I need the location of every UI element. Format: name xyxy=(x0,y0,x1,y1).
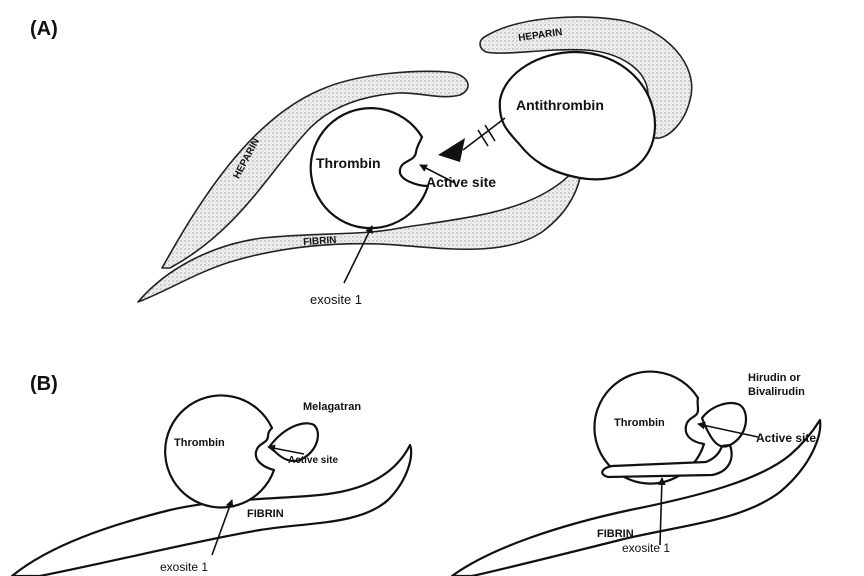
exosite-b-right-arrow xyxy=(660,478,662,545)
panel-b-right: FIBRIN Thrombin Hirudin or Bivalirudin A… xyxy=(452,372,820,576)
hirudin-label-line1: Hirudin or xyxy=(748,372,801,384)
thrombin-b-right-label: Thrombin xyxy=(614,417,665,429)
panel-b-label: (B) xyxy=(30,373,58,395)
blocked-arrow-shaft xyxy=(463,118,505,150)
panel-a: (A) HEPARIN HEPARIN FIBRIN Thrombin Anti… xyxy=(30,17,692,307)
exosite-b-left-label: exosite 1 xyxy=(160,560,208,574)
blocked-interaction-arrow xyxy=(438,138,465,162)
active-site-b-left-label: Active site xyxy=(288,455,338,466)
thrombin-b-left-label: Thrombin xyxy=(174,437,225,449)
panel-b: (B) FIBRIN Thrombin Melagatran Active si… xyxy=(12,372,820,576)
panel-a-label: (A) xyxy=(30,18,58,40)
panel-b-left: FIBRIN Thrombin Melagatran Active site e… xyxy=(12,395,411,576)
antithrombin xyxy=(500,52,655,179)
antithrombin-label: Antithrombin xyxy=(516,97,604,113)
fibrin-b-right-label: FIBRIN xyxy=(597,528,634,540)
exosite-a-label: exosite 1 xyxy=(310,292,362,307)
melagatran-label: Melagatran xyxy=(303,401,361,413)
active-site-b-right-label: Active site xyxy=(756,431,816,445)
fibrin-a-label: FIBRIN xyxy=(303,235,337,248)
hirudin-label-line2: Bivalirudin xyxy=(748,386,805,398)
active-site-a-label: Active site xyxy=(426,174,496,190)
thrombin-a-label: Thrombin xyxy=(316,155,381,171)
fibrin-b-left-label: FIBRIN xyxy=(247,508,284,520)
exosite-b-right-label: exosite 1 xyxy=(622,541,670,555)
thrombin-b-left xyxy=(165,395,274,507)
